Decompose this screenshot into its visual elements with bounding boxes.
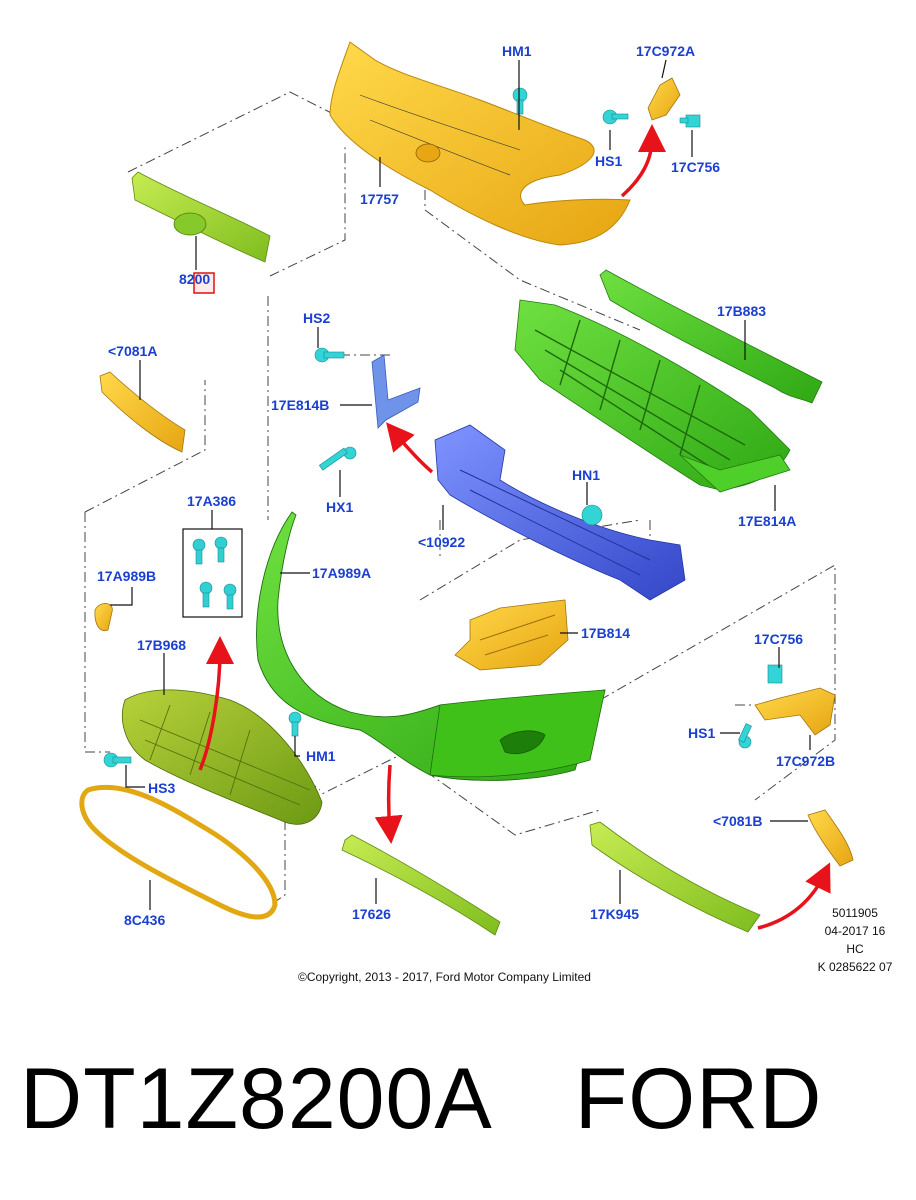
bracket-17c972a (647, 77, 681, 121)
label-17626: 17626 (352, 906, 391, 922)
label-10922: <10922 (418, 534, 465, 550)
label-17b883: 17B883 (717, 303, 766, 319)
leader-lines (110, 59, 811, 910)
grille-surround (79, 784, 278, 920)
copyright-notice: ©Copyright, 2013 - 2017, Ford Motor Comp… (298, 970, 591, 984)
lower-strip-17626 (341, 834, 501, 936)
label-17a989b: 17A989B (97, 568, 156, 584)
brand-name: FORD (574, 1051, 823, 1147)
stamp-line-3: HC (846, 942, 864, 956)
stamp-line-1: 5011905 (832, 906, 878, 920)
fastener-hs2 (314, 347, 345, 363)
fastener-hx1 (318, 446, 357, 471)
arrow-reinforcement-to-bracket (386, 422, 434, 474)
label-hs2: HS2 (303, 310, 330, 326)
stamp-line-2: 04-2017 16 (825, 924, 886, 938)
label-8c436: 8C436 (124, 912, 165, 928)
label-hm1-top: HM1 (502, 43, 532, 59)
label-17k945: 17K945 (590, 906, 639, 922)
lower-trim-17k945 (589, 821, 761, 933)
label-hs3: HS3 (148, 780, 175, 796)
fastener-hn1 (581, 504, 603, 526)
label-17a989a: 17A989A (312, 565, 371, 581)
radiator-grille (131, 171, 271, 294)
assembly-lines (84, 91, 836, 906)
label-17757: 17757 (360, 191, 399, 207)
bumper-strip-upper (599, 269, 823, 404)
fasteners (103, 87, 783, 768)
label-hx1: HX1 (326, 499, 353, 515)
drawing-stamp: 5011905 04-2017 16 HC K 0285622 07 (818, 906, 893, 974)
label-17c972b: 17C972B (776, 753, 835, 769)
arrow-bumper-to-strip (374, 764, 403, 844)
label-7081a: <7081A (108, 343, 157, 359)
label-17e814a: 17E814A (738, 513, 796, 529)
bracket-7081b (807, 809, 854, 867)
stamp-line-4: K 0285622 07 (818, 960, 893, 974)
part-caption: DT1Z8200A FORD (20, 1050, 900, 1170)
bumper-reinforcement (434, 424, 686, 601)
part-labels: HM1 17C972A HS1 17C756 17757 8200 17B883… (97, 43, 835, 928)
arrow-grille-to-kit (198, 636, 234, 771)
bracket-17e814b (371, 354, 421, 429)
label-hn1: HN1 (572, 467, 600, 483)
upper-bumper-cover (329, 41, 631, 246)
fastener-17c756-top (679, 114, 701, 128)
arrow-bumper-to-bracket (620, 124, 666, 198)
grille-highlight-box (193, 272, 215, 294)
fastener-hm1-bottom (288, 711, 302, 737)
label-17b968: 17B968 (137, 637, 186, 653)
label-17c756-top: 17C756 (671, 159, 720, 175)
arrow-trim-to-bracket (757, 862, 831, 930)
part-number: DT1Z8200A (20, 1051, 493, 1147)
fastener-hs3 (103, 752, 132, 768)
label-8200: 8200 (179, 271, 210, 287)
clip-17a989b (94, 603, 113, 632)
label-7081b: <7081B (713, 813, 762, 829)
lower-bumper-cover (256, 511, 606, 781)
bracket-17b814 (454, 599, 569, 671)
label-17b814: 17B814 (581, 625, 630, 641)
lower-grille (121, 689, 323, 825)
label-17a386: 17A386 (187, 493, 236, 509)
label-17e814b: 17E814B (271, 397, 329, 413)
energy-absorber (514, 299, 791, 493)
label-hm1-bottom: HM1 (306, 748, 336, 764)
red-arrows (198, 124, 831, 930)
bracket-7081a (99, 371, 186, 453)
label-hs1-right: HS1 (688, 725, 715, 741)
fastener-kit-box (182, 528, 243, 618)
label-17c756-right: 17C756 (754, 631, 803, 647)
fastener-hm1-top (512, 87, 528, 115)
exploded-parts-diagram: HM1 17C972A HS1 17C756 17757 8200 17B883… (79, 41, 893, 984)
fastener-17c756-right (767, 664, 783, 684)
label-17c972a: 17C972A (636, 43, 695, 59)
fastener-hs1-top (602, 109, 629, 125)
label-hs1-top: HS1 (595, 153, 622, 169)
bracket-17c972b (754, 687, 836, 736)
fastener-hs1-right (738, 723, 752, 749)
